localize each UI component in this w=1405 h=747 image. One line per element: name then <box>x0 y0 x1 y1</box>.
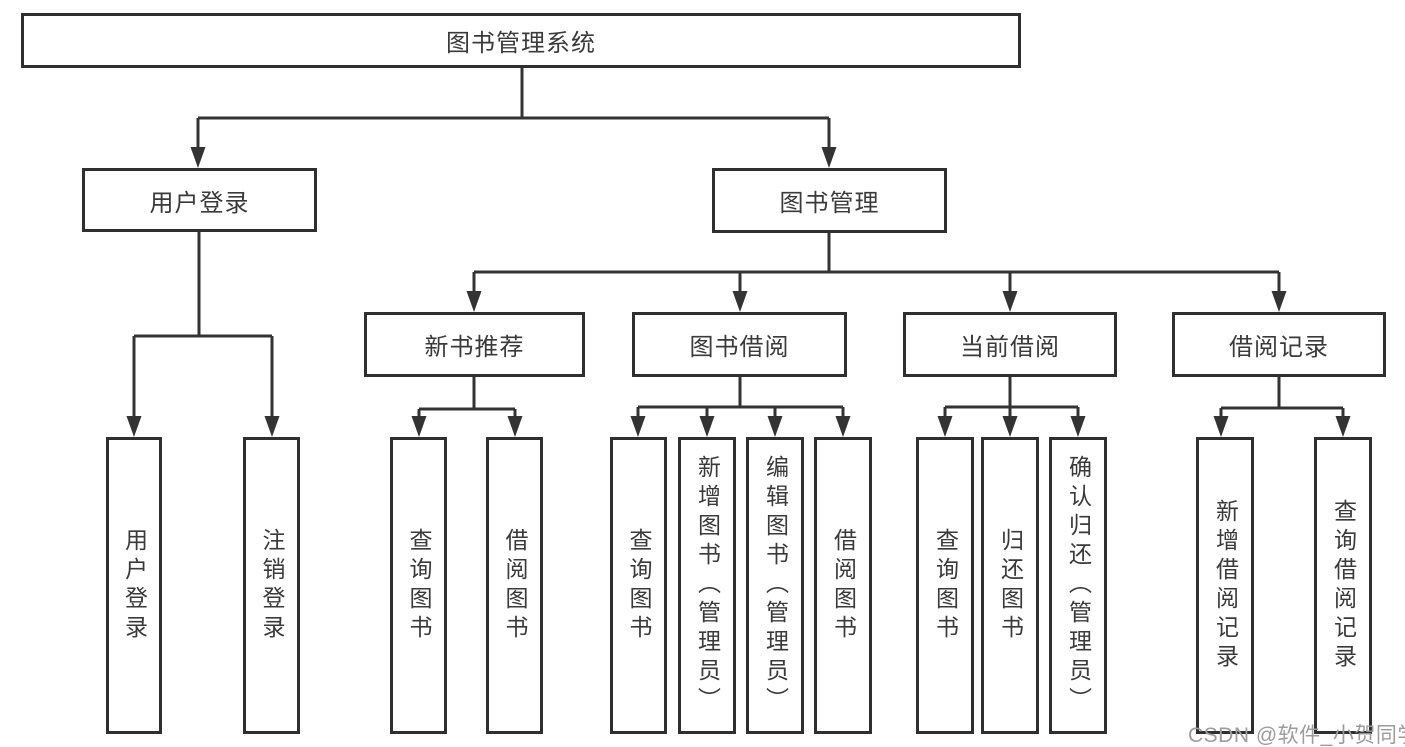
node-new-book-recommend-label: 新书推荐 <box>424 334 525 361</box>
node-book-management-label: 图书管理 <box>779 190 880 217</box>
leaf-add-books-admin-label: 新增图书（管理员） <box>694 455 721 716</box>
leaf-edit-books-admin-label: 编辑图书（管理员） <box>762 455 789 716</box>
leaf-return-books-label: 归还图书 <box>997 527 1024 644</box>
leaf-add-borrow-record: 新增借阅记录 <box>1196 437 1254 734</box>
leaf-query-books-borrow-label: 查询图书 <box>626 527 652 644</box>
node-borrow-record-label: 借阅记录 <box>1229 334 1329 361</box>
node-current-borrow: 当前借阅 <box>903 312 1117 377</box>
node-new-book-recommend: 新书推荐 <box>364 312 585 377</box>
leaf-query-books-current-label: 查询图书 <box>932 527 959 644</box>
leaf-query-books-borrow: 查询图书 <box>610 437 667 734</box>
leaf-add-borrow-record-label: 新增借阅记录 <box>1212 498 1239 673</box>
leaf-confirm-return-admin: 确认归还（管理员） <box>1049 437 1107 734</box>
leaf-borrow-books-recommend-label: 借阅图书 <box>502 527 528 644</box>
node-current-borrow-label: 当前借阅 <box>960 334 1060 361</box>
leaf-user-login-label: 用户登录 <box>121 527 148 644</box>
leaf-add-books-admin: 新增图书（管理员） <box>678 437 736 734</box>
leaf-query-books-recommend: 查询图书 <box>390 437 447 734</box>
node-book-borrow-label: 图书借阅 <box>689 334 790 361</box>
leaf-query-borrow-record: 查询借阅记录 <box>1314 437 1372 734</box>
leaf-query-borrow-record-label: 查询借阅记录 <box>1330 498 1357 673</box>
leaf-return-books: 归还图书 <box>981 437 1039 734</box>
node-root-label: 图书管理系统 <box>446 30 596 57</box>
node-book-borrow: 图书借阅 <box>632 312 847 377</box>
leaf-borrow-books: 借阅图书 <box>814 437 872 734</box>
leaf-borrow-books-label: 借阅图书 <box>830 527 857 644</box>
node-root-system: 图书管理系统 <box>21 13 1021 68</box>
leaf-query-books-current: 查询图书 <box>916 437 974 734</box>
leaf-query-books-recommend-label: 查询图书 <box>406 527 432 644</box>
csdn-watermark: CSDN @软件_小贺同学 <box>1188 724 1405 747</box>
node-borrow-record: 借阅记录 <box>1172 312 1386 377</box>
node-user-login-label: 用户登录 <box>149 189 250 217</box>
node-book-management: 图书管理 <box>712 168 947 233</box>
leaf-confirm-return-admin-label: 确认归还（管理员） <box>1065 455 1092 716</box>
node-user-login: 用户登录 <box>82 168 317 232</box>
leaf-edit-books-admin: 编辑图书（管理员） <box>746 437 804 734</box>
leaf-logout-label: 注销登录 <box>259 527 285 644</box>
leaf-borrow-books-recommend: 借阅图书 <box>486 437 543 734</box>
leaf-logout: 注销登录 <box>243 437 300 734</box>
leaf-user-login: 用户登录 <box>106 437 162 734</box>
